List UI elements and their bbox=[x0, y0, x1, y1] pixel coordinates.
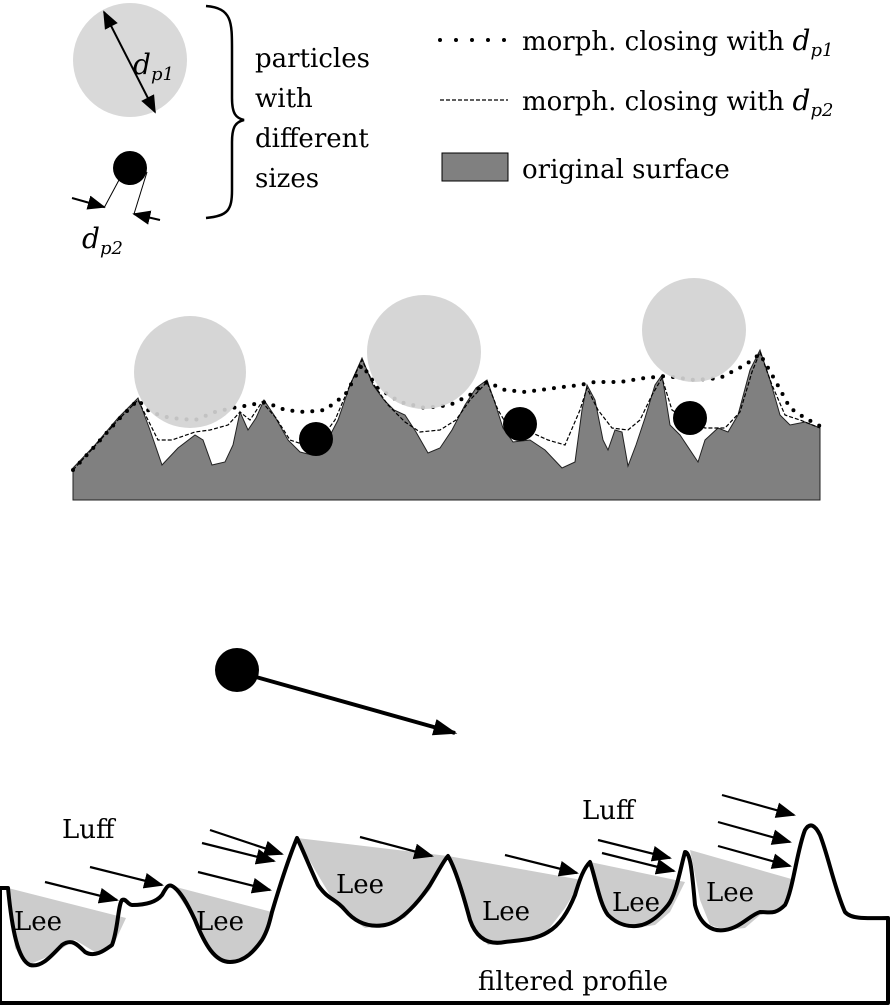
luff-label-2: Luff bbox=[582, 796, 637, 826]
luff-arrow-2 bbox=[89, 865, 164, 889]
lee-label-3: Lee bbox=[336, 870, 384, 900]
luff-arrow-9 bbox=[597, 838, 672, 862]
legend-item-1-sub: p1 bbox=[810, 40, 833, 61]
profile-label: filtered profile bbox=[478, 967, 668, 997]
legend-item-2-var: d bbox=[793, 84, 811, 117]
closing-dp2-curve bbox=[72, 350, 821, 471]
svg-text:morph. closing with dp1: morph. closing with dp1 bbox=[522, 24, 833, 61]
large-particle-sub: p1 bbox=[151, 64, 174, 85]
small-particle-3 bbox=[673, 401, 707, 435]
lee-region-4 bbox=[448, 856, 582, 945]
line-legend: morph. closing with dp1 morph. closing w… bbox=[438, 24, 833, 185]
lee-region-2 bbox=[172, 886, 272, 962]
small-diameter-arrow-left bbox=[71, 195, 106, 210]
original-surface bbox=[72, 348, 821, 501]
lee-label-1: Lee bbox=[14, 907, 62, 937]
large-particle-2 bbox=[367, 295, 481, 409]
small-tangent-left bbox=[103, 179, 120, 209]
luff-arrow-11 bbox=[717, 820, 792, 845]
small-particle bbox=[113, 151, 147, 185]
luff-arrow-10 bbox=[721, 793, 796, 818]
svg-text:dp2: dp2 bbox=[82, 222, 123, 259]
luff-arrow-8 bbox=[601, 851, 676, 875]
legend-surface-swatch bbox=[441, 152, 509, 182]
brace-text-line-1: particles bbox=[255, 44, 370, 74]
brace-text-line-3: different bbox=[255, 124, 369, 154]
luff-arrow-6 bbox=[359, 835, 434, 860]
brace-text-line-4: sizes bbox=[255, 164, 319, 194]
lee-label-5: Lee bbox=[612, 888, 660, 918]
svg-text:morph. closing with dp2: morph. closing with dp2 bbox=[522, 84, 833, 121]
lee-region-6 bbox=[690, 850, 795, 930]
legend-item-1-text: morph. closing with bbox=[522, 27, 793, 57]
svg-text:dp1: dp1 bbox=[133, 48, 174, 85]
small-particle-1 bbox=[299, 422, 333, 456]
size-legend: dp1 dp2 particles with different sizes bbox=[71, 3, 370, 259]
small-particle-label: d bbox=[82, 222, 100, 255]
surface-illustration bbox=[71, 278, 822, 501]
brace-text-line-2: with bbox=[255, 84, 313, 114]
impacting-particle bbox=[215, 648, 259, 692]
luff-arrow-5 bbox=[209, 828, 284, 856]
lee-region-3 bbox=[297, 838, 448, 928]
lee-label-4: Lee bbox=[482, 897, 530, 927]
small-diameter-arrow-right bbox=[132, 210, 161, 225]
lee-label-2: Lee bbox=[196, 907, 244, 937]
large-diameter-arrow bbox=[103, 10, 156, 114]
lee-region-1 bbox=[8, 888, 126, 965]
luff-arrow-1 bbox=[44, 880, 119, 904]
legend-item-2-sub: p2 bbox=[810, 100, 833, 121]
impact-illustration: Luff Luff Lee Lee Lee Lee Lee Lee filter… bbox=[0, 648, 890, 1005]
legend-item-3-text: original surface bbox=[522, 155, 730, 185]
luff-arrow-3 bbox=[197, 870, 272, 894]
large-particle-label: d bbox=[133, 48, 151, 81]
large-particle-3 bbox=[642, 278, 746, 382]
impact-trajectory-arrow bbox=[255, 675, 458, 736]
legend-item-2-text: morph. closing with bbox=[522, 87, 793, 117]
legend-item-1-var: d bbox=[793, 24, 811, 57]
luff-arrow-7 bbox=[504, 853, 579, 877]
luff-label-1: Luff bbox=[62, 815, 117, 845]
luff-arrow-12 bbox=[717, 844, 792, 869]
luff-arrow-4 bbox=[201, 841, 276, 865]
small-particle-sub: p2 bbox=[100, 238, 123, 259]
curly-brace bbox=[205, 4, 245, 220]
large-particle-1 bbox=[134, 316, 246, 428]
filtered-profile bbox=[0, 823, 890, 1005]
small-particle-2 bbox=[503, 407, 537, 441]
large-particle bbox=[73, 3, 187, 117]
lee-label-6: Lee bbox=[706, 878, 754, 908]
small-tangent-right bbox=[133, 171, 148, 215]
